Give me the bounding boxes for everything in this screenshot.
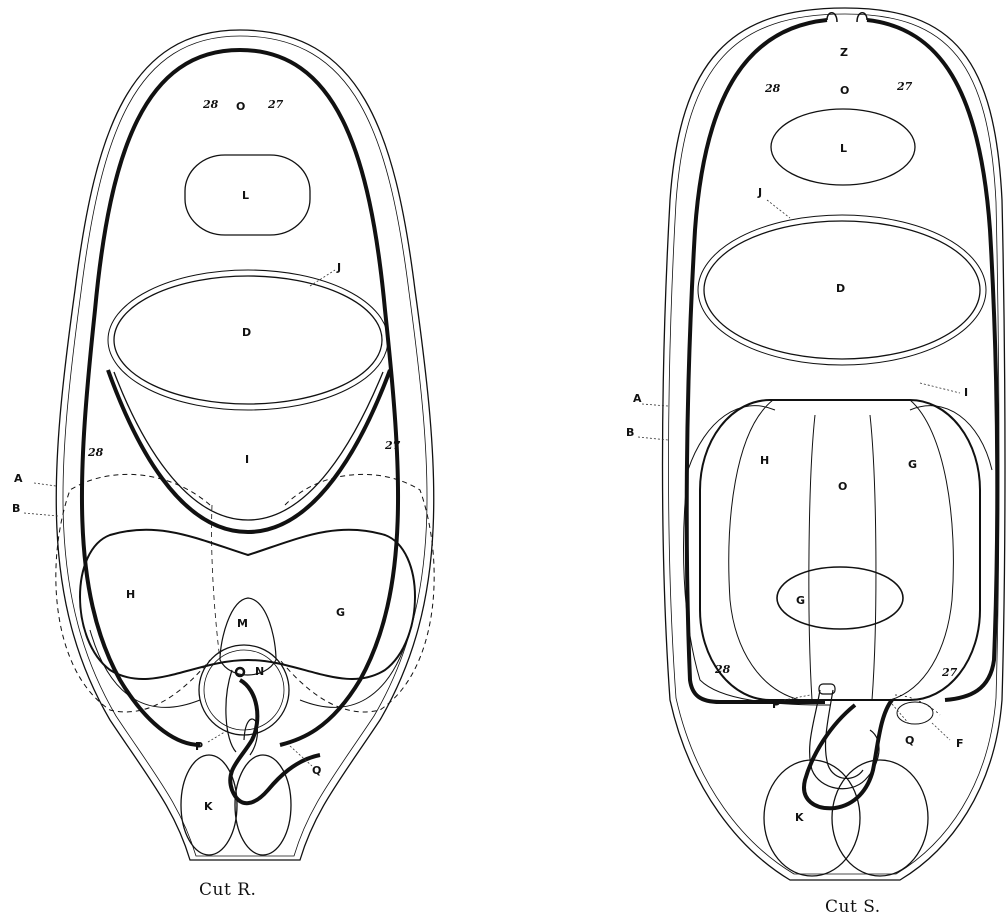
cut-r-label-h: H <box>126 588 135 601</box>
cut-s-outer-wall-inner <box>669 14 1000 874</box>
cut-s-thick-body-line-right <box>867 20 997 700</box>
cut-s-region-o-left <box>729 400 800 700</box>
cut-s-label-28-top: 28 <box>764 82 781 95</box>
cut-s-label-i: I <box>964 386 968 399</box>
cut-r-region-d <box>114 276 382 404</box>
cut-r-label-27-mid: 27 <box>384 439 401 452</box>
cut-r-caption: Cut R. <box>199 880 256 900</box>
cut-r-label-o: O <box>236 100 245 113</box>
cut-r-label-a: A <box>14 472 23 485</box>
cut-s-label-k: K <box>795 811 804 824</box>
cut-s-region-k-right <box>832 760 928 876</box>
cut-s-leader-q <box>892 704 910 725</box>
cut-r-leader-b <box>24 513 58 516</box>
cut-s-label-g-inner: G <box>796 594 805 607</box>
cut-s-label-g: G <box>908 458 917 471</box>
cut-s-thin-arc-left <box>684 406 830 705</box>
cut-s-caption: Cut S. <box>825 897 881 917</box>
cut-s-label-28-low: 28 <box>714 663 731 676</box>
cut-r-leader-p <box>208 730 228 742</box>
cut-s-label-o-mid: O <box>838 480 847 493</box>
cut-s-region-o-col-right <box>870 415 876 700</box>
cut-s-label-j: J <box>757 186 762 199</box>
cut-r-label-j: J <box>336 261 341 274</box>
cut-s-label-l: L <box>840 142 847 155</box>
cut-s-region-f <box>897 702 933 724</box>
cut-r-label-k: K <box>204 800 213 813</box>
cut-r-figure: 28 O 27 L J D I 28 27 A B H G M N P Q K … <box>12 30 434 900</box>
cut-r-region-m <box>220 598 276 675</box>
cut-r-region-n <box>199 645 289 735</box>
cut-r-pore <box>236 668 244 676</box>
cut-s-label-27-low: 27 <box>941 666 958 679</box>
cut-r-label-m: M <box>237 617 248 630</box>
cut-s-label-d: D <box>836 282 845 295</box>
cut-s-label-27-top: 27 <box>896 80 913 93</box>
cut-s-figure: Z 28 O 27 L J D I A B H O G G 28 27 P Q … <box>626 8 1005 917</box>
cut-r-lower-contour <box>90 630 410 707</box>
cut-r-label-28-mid: 28 <box>87 446 104 459</box>
cut-s-leader-a <box>642 404 668 406</box>
cut-s-leader-f <box>932 723 950 740</box>
cut-s-label-h: H <box>760 454 769 467</box>
cut-s-leader-j <box>767 200 790 218</box>
cut-s-label-b: B <box>626 426 634 439</box>
cut-s-label-f: F <box>956 737 964 750</box>
cut-s-label-a: A <box>633 392 642 405</box>
cut-r-label-q: Q <box>312 764 321 777</box>
cut-s-label-z: Z <box>840 46 848 59</box>
cut-s-label-o-top: O <box>840 84 849 97</box>
cut-s-thick-body-line <box>687 20 827 702</box>
cut-r-thick-body-line-right <box>240 50 398 745</box>
cut-r-label-i: I <box>245 453 249 466</box>
cut-r-funnel-thick <box>108 370 390 532</box>
cut-r-label-27-top: 27 <box>267 98 284 111</box>
cut-s-thin-arc-right <box>910 406 992 470</box>
cut-r-label-l: L <box>242 189 249 202</box>
cut-r-label-p: P <box>195 740 203 753</box>
cut-s-label-q: Q <box>905 734 914 747</box>
cut-s-region-o-col-left <box>809 415 815 700</box>
cut-r-label-n: N <box>255 665 264 678</box>
cut-r-thick-body-line <box>82 50 240 745</box>
cut-r-label-b: B <box>12 502 20 515</box>
cut-s-region-o-right <box>890 400 953 700</box>
cut-r-label-g: G <box>336 606 345 619</box>
cut-r-region-k-right <box>235 755 291 855</box>
cut-s-label-p: P <box>772 698 780 711</box>
cut-r-label-d: D <box>242 326 251 339</box>
cut-s-leader-i <box>920 383 960 393</box>
cut-r-regions-h-g <box>80 530 415 679</box>
cut-s-leader-b <box>638 437 668 440</box>
cut-r-coil-q <box>230 680 320 803</box>
cut-r-label-28-top: 28 <box>202 98 219 111</box>
cut-r-region-i <box>114 372 383 520</box>
cut-r-leader-a <box>34 483 56 486</box>
cut-s-outer-wall <box>663 8 1006 880</box>
cut-r-ring-j <box>108 270 388 410</box>
